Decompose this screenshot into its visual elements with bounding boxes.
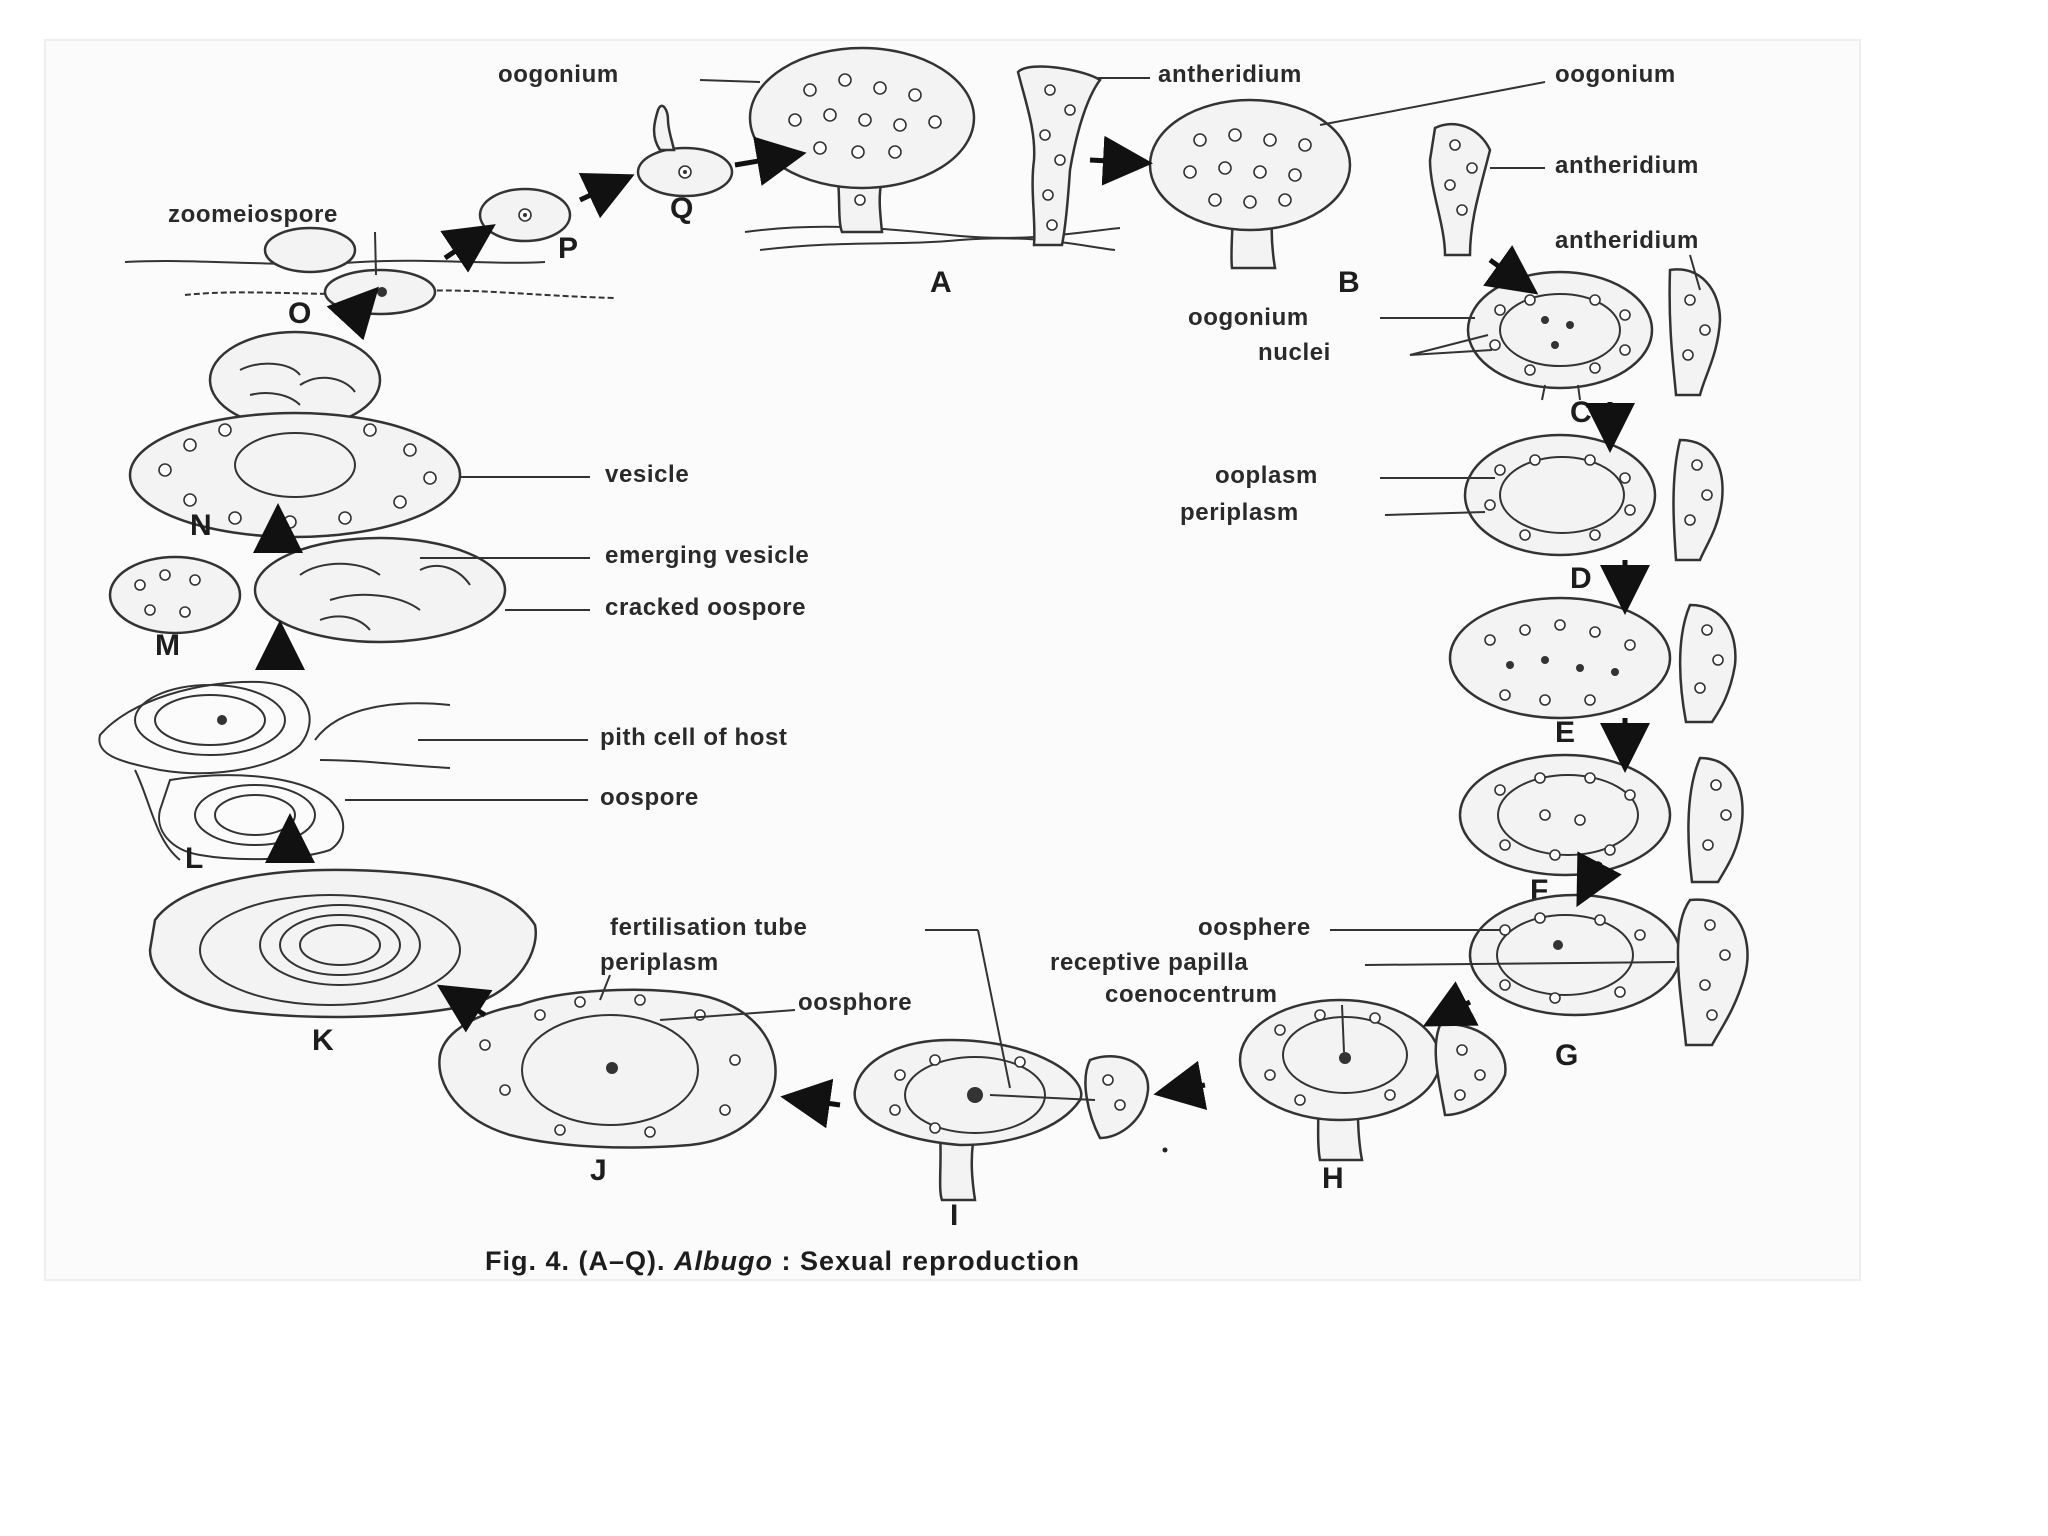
label-oogonium-c: oogonium xyxy=(1188,304,1309,331)
stage-k-figure xyxy=(148,868,537,1019)
stage-label-d: D xyxy=(1570,562,1592,595)
label-ooplasm: ooplasm xyxy=(1215,462,1318,489)
stage-label-m: M xyxy=(155,629,180,662)
stage-label-l: L xyxy=(185,842,203,875)
label-antheridium-c: antheridium xyxy=(1555,227,1699,254)
stage-i-figure xyxy=(853,1038,1150,1202)
label-pith-cell: pith cell of host xyxy=(600,724,788,751)
stage-d-figure xyxy=(1463,433,1724,562)
stage-label-j: J xyxy=(590,1154,607,1187)
stage-q-figure xyxy=(636,104,734,198)
caption-suffix: : Sexual reproduction xyxy=(773,1246,1080,1276)
stage-b-figure xyxy=(1148,98,1492,270)
stage-label-a: A xyxy=(930,266,952,299)
caption-genus: Albugo xyxy=(673,1246,773,1276)
stage-label-k: K xyxy=(312,1024,334,1057)
stage-label-g: G xyxy=(1555,1039,1578,1072)
label-vesicle: vesicle xyxy=(605,461,689,488)
stage-g-figure xyxy=(1468,893,1749,1047)
label-receptive-papilla: receptive papilla xyxy=(1050,949,1248,976)
stage-l-figure xyxy=(98,680,451,861)
stage-p-figure xyxy=(478,187,572,243)
stage-label-o: O xyxy=(288,297,311,330)
stage-h-figure xyxy=(1238,998,1507,1162)
stage-f-figure xyxy=(1458,753,1744,884)
stage-m-figure xyxy=(108,536,507,644)
stage-n-figure xyxy=(128,330,462,539)
stage-label-n: N xyxy=(190,509,212,542)
caption-prefix: Fig. 4. (A–Q). xyxy=(485,1246,674,1276)
label-oosphere-g: oosphere xyxy=(1198,914,1311,941)
label-antheridium-b: antheridium xyxy=(1555,152,1699,179)
figure-caption: Fig. 4. (A–Q). Albugo : Sexual reproduct… xyxy=(485,1246,1080,1276)
label-coenocentrum: coenocentrum xyxy=(1105,981,1278,1008)
label-fertilisation-tube: fertilisation tube xyxy=(610,914,807,941)
stage-label-c: C xyxy=(1570,396,1592,429)
stage-label-h: H xyxy=(1322,1162,1344,1195)
label-antheridium-a: antheridium xyxy=(1158,61,1302,88)
label-oogonium-a: oogonium xyxy=(498,61,619,88)
stage-label-i: I xyxy=(950,1199,958,1232)
stage-label-b: B xyxy=(1338,266,1360,299)
label-periplasm-d: periplasm xyxy=(1180,499,1299,526)
label-zoomeiospore: zoomeiospore xyxy=(168,201,338,228)
cycle-arrows xyxy=(253,135,1650,1129)
label-oospore: oospore xyxy=(600,784,699,811)
label-emerging-vesicle: emerging vesicle xyxy=(605,542,809,569)
label-oosphore-j: oosphore xyxy=(798,989,912,1016)
stage-e-figure xyxy=(1448,596,1737,724)
stage-c-figure xyxy=(1466,268,1722,401)
stage-label-p: P xyxy=(558,232,578,265)
stage-j-figure xyxy=(438,988,777,1149)
label-oogonium-b: oogonium xyxy=(1555,61,1676,88)
label-periplasm-j: periplasm xyxy=(600,949,719,976)
stage-label-e: E xyxy=(1555,716,1575,749)
label-cracked-oospore: cracked oospore xyxy=(605,594,806,621)
stage-label-q: Q xyxy=(670,192,693,225)
label-nuclei: nuclei xyxy=(1258,339,1331,366)
